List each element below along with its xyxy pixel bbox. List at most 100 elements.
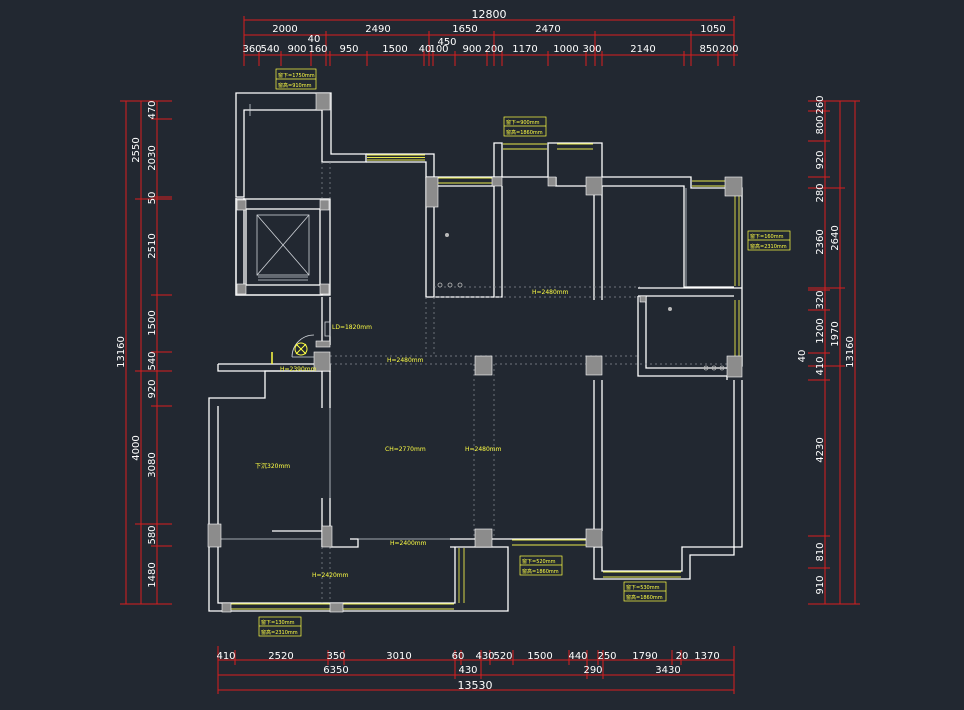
elevator-shaft [235, 198, 331, 296]
ceiling-height-label: H=2400mm [390, 540, 427, 547]
top-dim2: 850 [699, 44, 718, 55]
left-dim: 2510 [147, 233, 158, 258]
svg-text:窗下=1750mm: 窗下=1750mm [278, 72, 315, 79]
svg-text:窗高=2310mm: 窗高=2310mm [750, 243, 787, 250]
bottom-dim: 1500 [527, 651, 552, 662]
top-dim2: 1500 [382, 44, 407, 55]
right-outer-dim: 2640 [830, 225, 841, 250]
floor-drop-label: 下沉320mm [255, 462, 290, 470]
left-dim: 470 [147, 100, 158, 119]
svg-text:窗高=1860mm: 窗高=1860mm [506, 129, 543, 136]
bottom-dim: 520 [493, 651, 512, 662]
window-tag-a: 窗下=1750mm 窗高=910mm [275, 68, 317, 90]
left-outer-dim: 2550 [131, 137, 142, 162]
top-dim2: 300 [582, 44, 601, 55]
left-dim: 920 [147, 379, 158, 398]
door-swing [291, 334, 315, 358]
left-total-label: 13160 [116, 336, 127, 368]
bottom-dim: 20 [676, 651, 689, 662]
top-dim2: 40 [419, 44, 432, 55]
bottom-dim: 1790 [632, 651, 657, 662]
bottom-dim: 3010 [386, 651, 411, 662]
top-dim-extra: 450 [437, 37, 456, 48]
top-dim-extra: 40 [308, 34, 321, 45]
right-dim: 810 [815, 542, 826, 561]
bottom-dim: 60 [452, 651, 465, 662]
window-tag-d: 窗下=520mm 窗高=1860mm [519, 555, 563, 576]
right-dim: 410 [815, 356, 826, 375]
right-dim: 2360 [815, 229, 826, 254]
meter-icon [294, 342, 308, 356]
left-dim: 2030 [147, 145, 158, 170]
top-dim2: 360 [242, 44, 261, 55]
window-tag-b: 窗下=900mm 窗高=1860mm [503, 116, 547, 137]
top-dim2: 900 [287, 44, 306, 55]
right-dim: 260 [815, 95, 826, 114]
left-dim: 1500 [147, 310, 158, 335]
top-dim2: 1170 [512, 44, 537, 55]
bottom-dim2: 6350 [323, 665, 348, 676]
right-extra-dim: 40 [797, 350, 808, 363]
top-dim2: 200 [719, 44, 738, 55]
annotations: 窗下=1750mm 窗高=910mm 窗下=900mm 窗高=1860mm 窗下… [255, 68, 791, 637]
window-tag-c: 窗下=160mm 窗高=2310mm [747, 230, 791, 251]
left-dim: 1480 [147, 562, 158, 587]
ceiling-height-label: H=2390mm [280, 366, 317, 373]
left-dim: 580 [147, 525, 158, 544]
svg-text:窗下=900mm: 窗下=900mm [506, 119, 540, 126]
right-dim: 800 [815, 115, 826, 134]
bottom-dim: 430 [475, 651, 494, 662]
bottom-dim: 440 [568, 651, 587, 662]
right-total-label: 13160 [845, 336, 856, 368]
left-outer-dim: 4000 [131, 435, 142, 460]
right-dim: 320 [815, 290, 826, 309]
top-dim2: 2140 [630, 44, 655, 55]
bottom-total-label: 13530 [458, 679, 493, 692]
left-dim: 3080 [147, 452, 158, 477]
svg-text:窗下=130mm: 窗下=130mm [261, 619, 295, 626]
right-dim: 280 [815, 183, 826, 202]
top-dim: 2490 [365, 24, 390, 35]
right-dim: 910 [815, 575, 826, 594]
top-dim: 2000 [272, 24, 297, 35]
right-dim: 1200 [815, 318, 826, 343]
left-dimensions: 13160 2550 4000 470 2030 50 2510 1500 54… [116, 100, 172, 605]
bottom-dim: 250 [597, 651, 616, 662]
top-total-label: 12800 [472, 8, 507, 21]
ceiling-height-label: H=2480mm [387, 357, 424, 364]
ceiling-height-label: LD=1820mm [332, 324, 372, 331]
ceiling-height-label: H=2480mm [532, 289, 569, 296]
right-dimensions: 260 800 920 280 2360 320 1200 410 4230 8… [797, 95, 860, 605]
bottom-dim2: 290 [583, 665, 602, 676]
top-dim2: 900 [462, 44, 481, 55]
right-outer-dim: 1970 [830, 321, 841, 346]
top-dim2: 950 [339, 44, 358, 55]
top-dim2: 200 [484, 44, 503, 55]
bottom-dim2: 3430 [655, 665, 680, 676]
svg-text:窗高=1860mm: 窗高=1860mm [626, 594, 663, 601]
top-dim2: 160 [308, 44, 327, 55]
svg-text:窗下=520mm: 窗下=520mm [522, 558, 556, 565]
bottom-dim: 350 [326, 651, 345, 662]
windows [230, 143, 740, 610]
svg-text:窗高=910mm: 窗高=910mm [278, 82, 312, 89]
window-tag-f: 窗下=130mm 窗高=2310mm [258, 616, 302, 637]
ceiling-height-label: H=2420mm [312, 572, 349, 579]
top-dim: 1650 [452, 24, 477, 35]
columns [207, 92, 743, 613]
bottom-dim: 1370 [694, 651, 719, 662]
left-dim: 50 [147, 192, 158, 205]
ceiling-guides [321, 162, 734, 603]
elevator-car [256, 214, 310, 276]
svg-text:窗下=160mm: 窗下=160mm [750, 233, 784, 240]
svg-text:窗下=530mm: 窗下=530mm [626, 584, 660, 591]
bottom-dim2: 430 [458, 665, 477, 676]
svg-text:窗高=2310mm: 窗高=2310mm [261, 629, 298, 636]
top-dim: 2470 [535, 24, 560, 35]
bottom-dim: 2520 [268, 651, 293, 662]
bottom-dimensions: 410 2520 350 3010 60 430 520 1500 440 25… [216, 646, 735, 694]
top-dim2: 540 [260, 44, 279, 55]
svg-text:窗高=1860mm: 窗高=1860mm [522, 568, 559, 575]
